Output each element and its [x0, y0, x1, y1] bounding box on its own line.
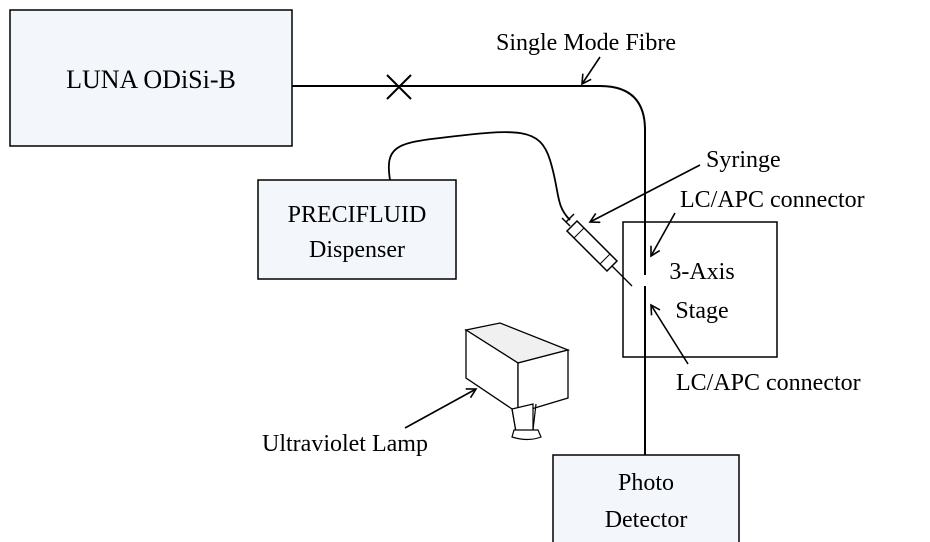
dispenser-tube	[388, 131, 571, 221]
luna-odisi-box	[9, 9, 293, 147]
single-mode-fibre	[292, 85, 646, 455]
luna-odisi-label: LUNA ODiSi-B	[66, 65, 236, 94]
lamp-label: Ultraviolet Lamp	[262, 431, 428, 457]
stage-label-line1: 3-Axis	[669, 259, 734, 285]
connector-top-label: LC/APC connector	[680, 187, 865, 213]
dispenser-label-line2: Dispenser	[309, 237, 405, 263]
connector-top-arrow	[650, 212, 676, 258]
lamp-arrow	[404, 388, 478, 429]
three-axis-stage-box	[622, 221, 778, 358]
fibre-splice-mark	[386, 74, 412, 100]
syringe-arrow	[588, 164, 701, 224]
stage-label-line2: Stage	[675, 298, 728, 324]
connector-gap	[640, 275, 650, 286]
syringe-label: Syringe	[706, 147, 781, 173]
fibre-arrow	[581, 56, 601, 86]
syringe	[561, 213, 633, 287]
detector-label-line2: Detector	[605, 507, 688, 533]
photo-detector-box	[552, 454, 740, 542]
dispenser-label-line1: PRECIFLUID	[288, 202, 427, 228]
connector-bottom-arrow	[650, 303, 689, 365]
detector-label-line1: Photo	[618, 470, 674, 496]
precifluid-dispenser-box	[257, 179, 457, 280]
connector-bottom-label: LC/APC connector	[676, 370, 861, 396]
fibre-label: Single Mode Fibre	[496, 30, 676, 56]
ultraviolet-lamp-icon	[464, 322, 571, 441]
